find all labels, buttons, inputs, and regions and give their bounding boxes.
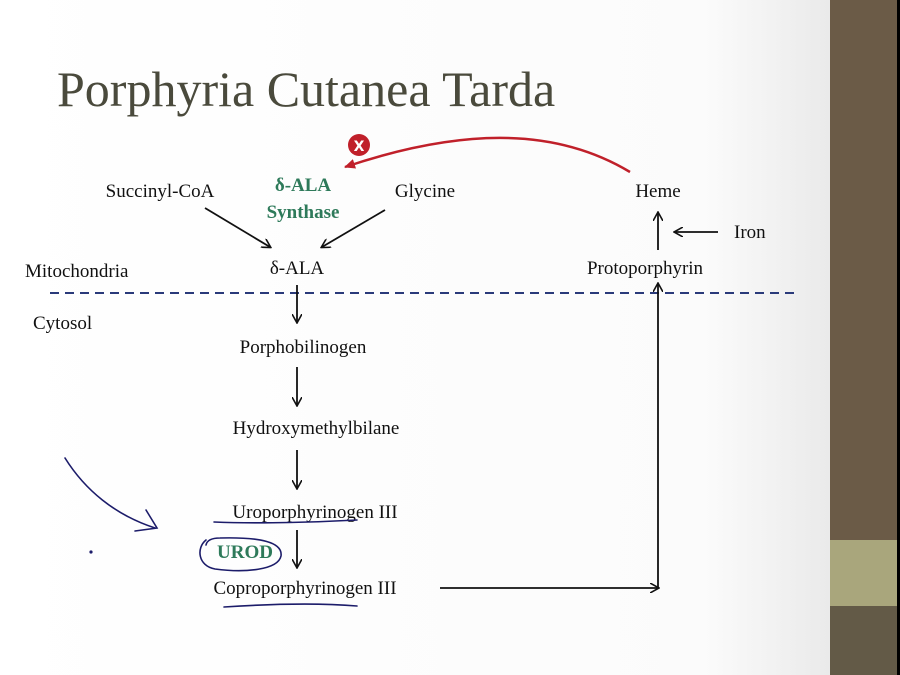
label-cytosol: Cytosol (33, 313, 92, 334)
handwritten-underline-uro (213, 519, 358, 524)
handwritten-pointer-arrow (64, 457, 156, 529)
sidebar-accent-band (830, 540, 897, 606)
slide-title: Porphyria Cutanea Tarda (57, 61, 555, 117)
arrow-succinyl-to-ala (204, 207, 270, 247)
label-heme: Heme (635, 181, 680, 202)
handwritten-underline-copro (223, 603, 358, 608)
label-urod: UROD (217, 542, 273, 563)
label-enzyme-ala-synthase-1: δ-ALA (275, 175, 332, 196)
label-iron: Iron (734, 222, 766, 243)
label-hydroxymethylbilane: Hydroxymethylbilane (233, 418, 400, 439)
label-uroporphyrinogen: Uroporphyrinogen III (232, 502, 397, 523)
label-ala: δ-ALA (270, 258, 325, 279)
label-protoporphyrin: Protoporphyrin (587, 258, 704, 279)
inhibition-x-label: X (354, 139, 365, 155)
handwritten-arrowhead (134, 509, 159, 532)
handwritten-annotations (64, 457, 358, 608)
label-coproporphyrinogen: Coproporphyrinogen III (213, 578, 396, 599)
pathway-arrows (204, 207, 718, 588)
label-glycine: Glycine (395, 181, 455, 202)
label-mitochondria: Mitochondria (25, 261, 129, 282)
inhibition-x-icon (348, 134, 370, 156)
label-succinyl-coa: Succinyl-CoA (106, 181, 215, 202)
label-porphobilinogen: Porphobilinogen (240, 337, 367, 358)
feedback-inhibition-arrow (344, 136, 631, 174)
arrow-glycine-to-ala (322, 209, 386, 247)
slide (0, 0, 830, 675)
handwritten-dot (89, 550, 93, 554)
handwritten-circle-urod (199, 537, 282, 572)
sidebar-decoration-lower (830, 606, 897, 675)
pathway-diagram: Porphyria Cutanea Tarda Succinyl-CoA δ-A… (25, 61, 800, 608)
label-enzyme-ala-synthase-2: Synthase (267, 202, 340, 223)
